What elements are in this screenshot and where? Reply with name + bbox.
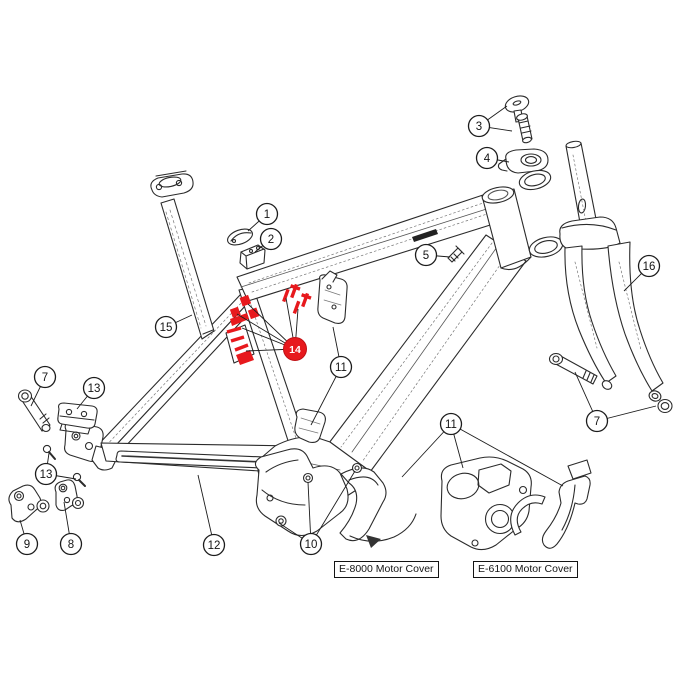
callout-7-front-number: 7 bbox=[594, 416, 600, 428]
derailleur-link-8 bbox=[54, 479, 85, 511]
callouts-layer: 1 2 3 4 5 7 7 8 bbox=[15, 114, 661, 557]
callout-4: 4 bbox=[475, 146, 499, 170]
callout-13-upper-number: 13 bbox=[88, 383, 101, 395]
callout-11-covers: 11 bbox=[439, 412, 463, 436]
callout-4-number: 4 bbox=[484, 153, 491, 165]
callout-11-frame-number: 11 bbox=[335, 362, 347, 374]
callout-14-number: 14 bbox=[289, 344, 301, 356]
red-square-1 bbox=[239, 294, 252, 307]
callout-2: 2 bbox=[259, 227, 283, 251]
headset-top-cap bbox=[504, 95, 530, 123]
callout-7-rear: 7 bbox=[33, 365, 57, 389]
down-tube bbox=[328, 234, 527, 473]
callout-2-number: 2 bbox=[268, 234, 274, 246]
callout-1: 1 bbox=[255, 202, 279, 226]
headset-bolt bbox=[516, 113, 533, 144]
label-e6100-motor-cover: E-6100 Motor Cover bbox=[473, 561, 578, 578]
callout-16: 16 bbox=[637, 254, 661, 278]
frame-cover-upper bbox=[317, 270, 348, 324]
e8000-motor-cover-parts bbox=[254, 448, 417, 548]
e6100-motor-cover-parts bbox=[440, 456, 592, 551]
head-tube bbox=[481, 186, 532, 271]
cable-guide-screw bbox=[447, 245, 465, 263]
callout-13-lower: 13 bbox=[34, 462, 58, 486]
mount-bracket bbox=[57, 402, 98, 435]
callout-12-number: 12 bbox=[208, 540, 221, 552]
callout-12: 12 bbox=[202, 533, 226, 557]
frame-cover-lower bbox=[294, 408, 326, 443]
headset-bearing-upper bbox=[518, 169, 552, 191]
callout-15-number: 15 bbox=[160, 322, 173, 334]
seat-clamp-cover bbox=[227, 228, 253, 246]
headset-bearing-lower bbox=[528, 236, 564, 258]
callout-3-number: 3 bbox=[476, 121, 482, 133]
callout-13-upper: 13 bbox=[82, 376, 106, 400]
headset-cone-spacer bbox=[497, 148, 549, 174]
callout-5-number: 5 bbox=[423, 250, 429, 262]
callout-9-number: 9 bbox=[24, 539, 30, 551]
callout-7-front: 7 bbox=[585, 409, 609, 433]
callout-8-number: 8 bbox=[68, 539, 74, 551]
callout-8: 8 bbox=[59, 532, 83, 556]
callout-9: 9 bbox=[15, 532, 39, 556]
callout-1-number: 1 bbox=[264, 209, 270, 221]
callout-10: 10 bbox=[299, 532, 323, 556]
callout-14-highlight-badge: 14 bbox=[283, 337, 307, 361]
seat-clamp-wedge bbox=[239, 244, 266, 270]
red-screw-1 bbox=[290, 283, 301, 299]
callout-11-covers-number: 11 bbox=[445, 419, 457, 431]
label-e8000-motor-cover: E-8000 Motor Cover bbox=[334, 561, 439, 578]
rear-thru-axle bbox=[17, 389, 51, 433]
red-pin-1 bbox=[282, 288, 290, 303]
red-screw-2 bbox=[301, 292, 312, 308]
red-square-3 bbox=[247, 307, 260, 320]
red-wedge bbox=[230, 313, 249, 326]
red-pin-2 bbox=[292, 300, 301, 315]
derailleur-link-9 bbox=[8, 484, 50, 523]
callout-13-lower-number: 13 bbox=[40, 469, 53, 481]
callout-16-number: 16 bbox=[643, 261, 656, 273]
front-thru-axle bbox=[548, 352, 673, 414]
seatpost bbox=[150, 170, 215, 340]
callout-15: 15 bbox=[154, 315, 178, 339]
callout-10-number: 10 bbox=[305, 539, 318, 551]
callout-3: 3 bbox=[467, 114, 491, 138]
callout-7-rear-number: 7 bbox=[42, 372, 48, 384]
highlighted-parts-red bbox=[226, 283, 312, 365]
callout-5: 5 bbox=[414, 243, 438, 267]
fork bbox=[559, 140, 664, 402]
separate-parts bbox=[8, 95, 673, 551]
seat-collar-stripes bbox=[226, 326, 249, 352]
callout-11-frame: 11 bbox=[329, 355, 353, 379]
seat-collar-band bbox=[236, 350, 254, 365]
